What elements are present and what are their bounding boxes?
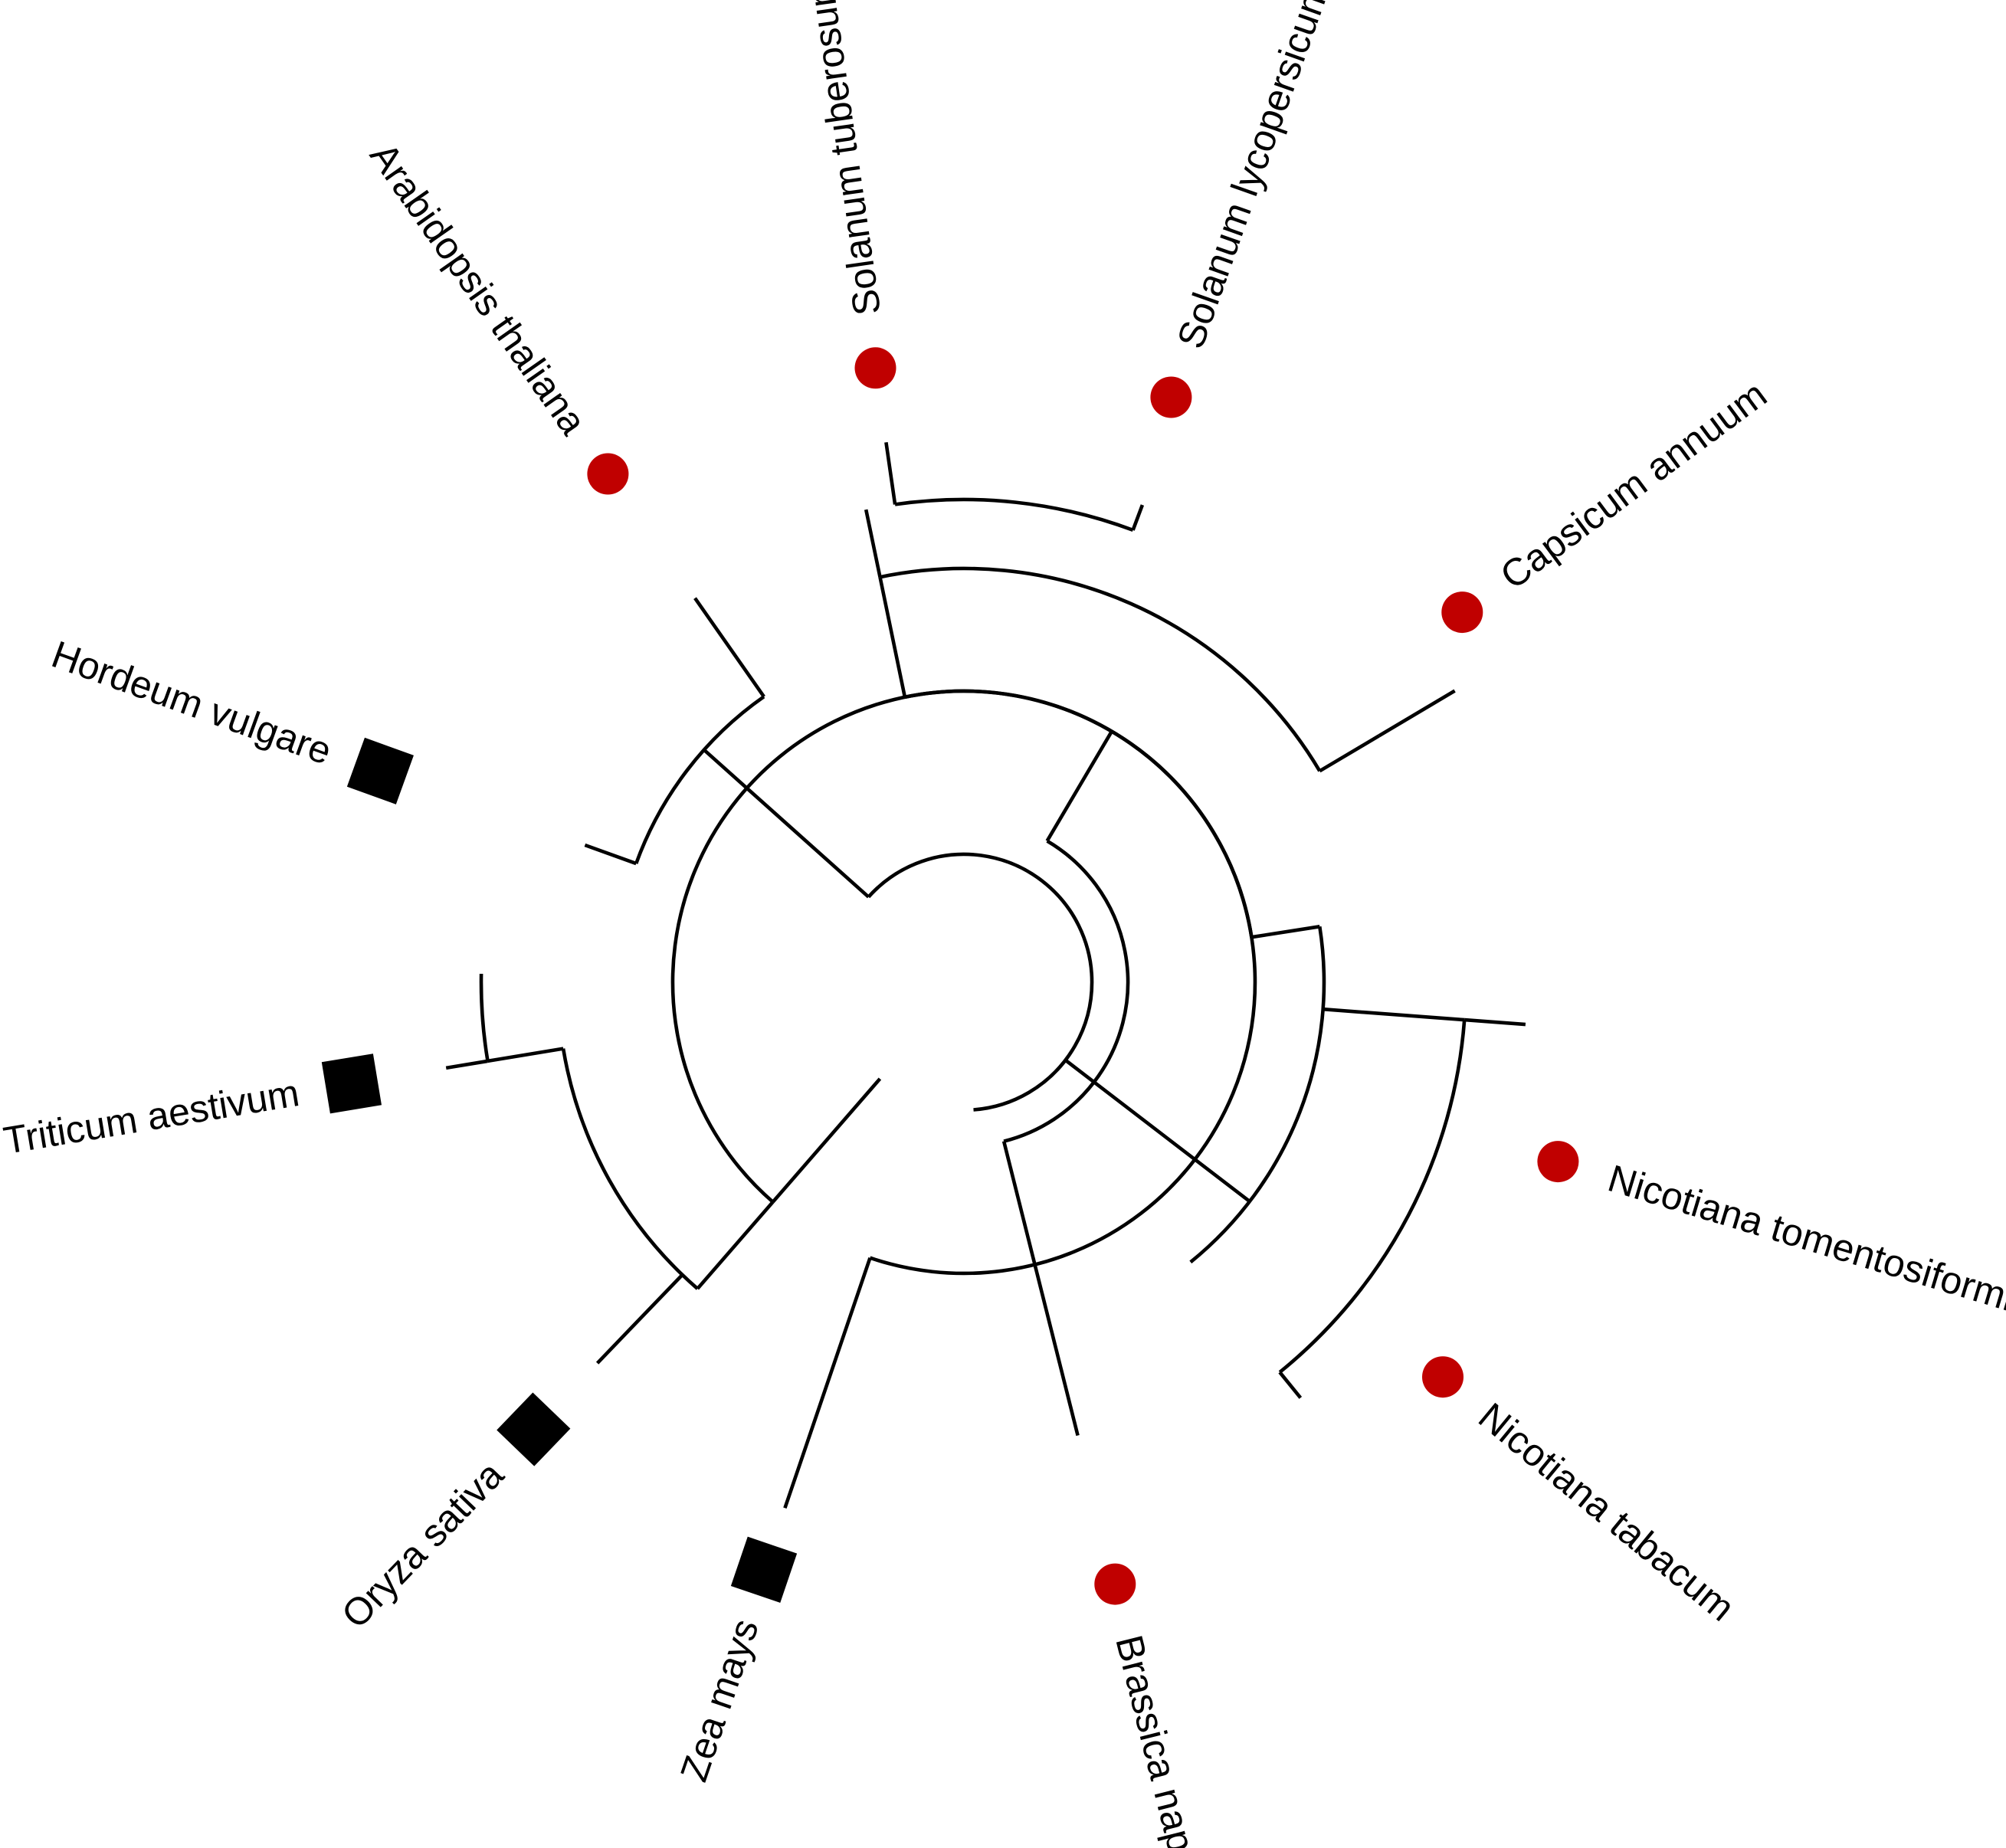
branch-capsicum-annuum — [1378, 689, 1456, 738]
branch-capsicum-inner — [1319, 734, 1380, 773]
branch-hordeum-vulgare — [584, 843, 637, 866]
label-capsicum-annuum: Capsicum annuum — [1493, 372, 1775, 598]
branch-dicot-stem — [1064, 1058, 1096, 1084]
branch-nicotiana-tomentosiformis — [1464, 1017, 1526, 1027]
branch-monocot-sub — [696, 1201, 775, 1290]
arc-triticum-inner — [479, 973, 490, 1062]
tip-markers — [321, 347, 1579, 1605]
label-solanum-tuberosum: Solanum tuberosum — [798, 0, 889, 318]
arc-brassica-join — [1003, 1080, 1096, 1143]
label-solanum-lycopersicum: Solanum lycopersicum — [1169, 0, 1338, 354]
marker-solanum-tuberosum — [854, 347, 896, 389]
branch-monocot-stem — [771, 1077, 882, 1204]
arc-nicotiana-clade — [1189, 926, 1326, 1264]
branch-solanum-stem — [864, 509, 882, 578]
label-arabidopsis-thaliana: Arabidopsis thaliana — [362, 135, 595, 442]
marker-zea-mays — [730, 1536, 798, 1603]
branch-nicotiana-root — [1093, 1080, 1251, 1203]
marker-arabidopsis-thaliana — [587, 453, 629, 495]
arc-dicot-clade — [1046, 839, 1130, 1083]
label-nicotiana-tabacum: Nicotiana tabacum — [1470, 1394, 1742, 1630]
tree-branches — [445, 441, 1526, 1509]
marker-nicotiana-tabacum — [1422, 1356, 1464, 1398]
branch-zea-mays — [783, 1438, 811, 1509]
marker-capsicum-annuum — [1441, 591, 1483, 634]
branch-arabidopsis-thaliana — [693, 597, 765, 698]
branch-solanum-tuberosum — [884, 441, 897, 505]
branch-brassica-napus — [1001, 1141, 1080, 1437]
branch-solanum-lycopersicum — [1131, 504, 1145, 531]
arc-monocot-inner — [670, 689, 1257, 1276]
marker-brassica-napus — [1094, 1563, 1136, 1605]
label-hordeum-vulgare: Hordeum vulgare — [46, 633, 337, 773]
branch-nicotiana-tom-stem — [1323, 1007, 1465, 1022]
arc-nicotiana-split — [1278, 1019, 1467, 1374]
branch-oryza-stem — [628, 1273, 684, 1332]
arc-monocot-clade — [561, 1048, 699, 1290]
branch-triticum-stem — [487, 1047, 564, 1063]
branch-oryza-sativa — [595, 1329, 631, 1365]
branch-nicotiana-stem — [1251, 925, 1320, 939]
label-zea-mays: Zea mays — [672, 1614, 767, 1787]
marker-nicotiana-tomentosiformis — [1537, 1141, 1579, 1183]
marker-triticum-aestivum — [321, 1053, 382, 1114]
arc-pooid-clade — [634, 695, 765, 864]
label-brassica-napus: Brassica napus — [1107, 1631, 1213, 1848]
label-triticum-aestivum: Triticum aestivum — [1, 1071, 303, 1162]
branch-triticum-aestivum — [445, 1059, 488, 1070]
arc-solanaceae-clade — [880, 566, 1322, 772]
branch-solanaceae-stem — [878, 576, 907, 698]
arc-solanum-clade — [894, 497, 1134, 532]
label-oryza-sativa: Oryza sativa — [333, 1453, 512, 1637]
root-arc — [867, 852, 1094, 1112]
branch-core-stem — [1045, 730, 1113, 842]
marker-oryza-sativa — [497, 1392, 571, 1466]
branch-nicotiana-tabacum — [1278, 1371, 1303, 1399]
branch-pooid-stem — [703, 748, 870, 899]
branch-zea-stem — [806, 1257, 872, 1440]
marker-hordeum-vulgare — [346, 737, 414, 804]
label-nicotiana-tomentosiformis: Nicotiana tomentosiformis — [1603, 1156, 2006, 1325]
marker-solanum-lycopersicum — [1150, 376, 1192, 418]
